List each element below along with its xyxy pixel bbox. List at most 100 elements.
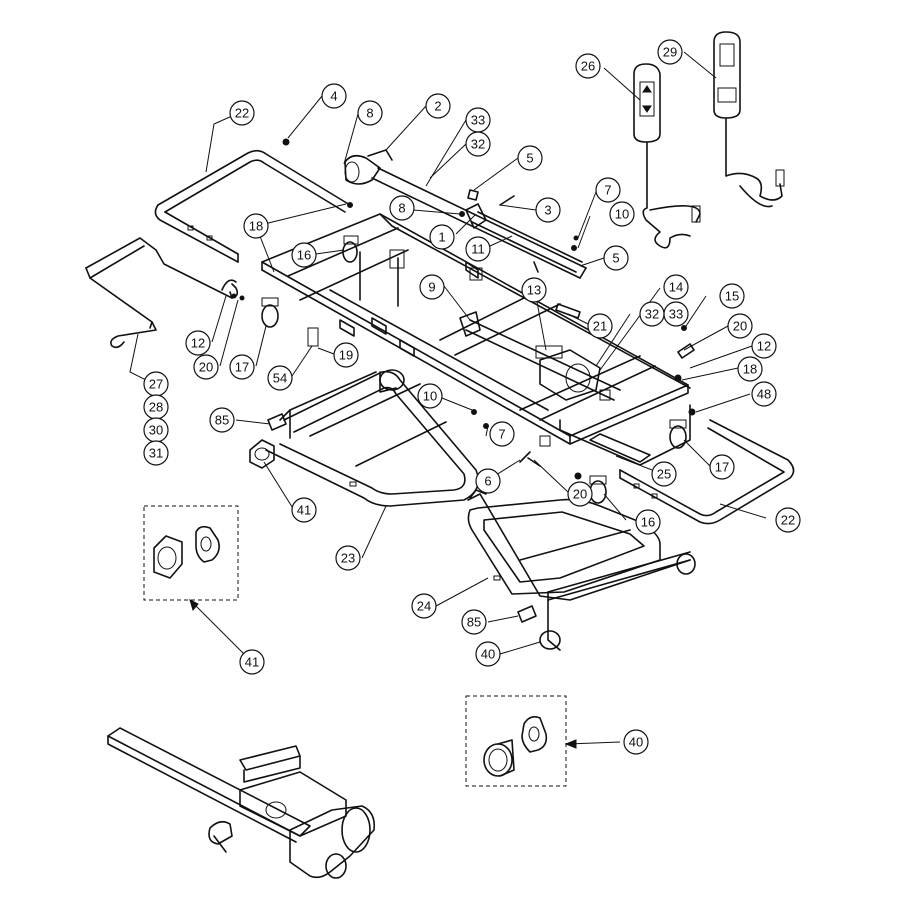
callout-48: 48	[751, 381, 777, 407]
callout-85b: 85	[461, 609, 487, 635]
hand-pendant-26	[633, 63, 701, 249]
part-85b	[517, 605, 537, 623]
base-frame-24	[467, 489, 696, 651]
svg-text:33: 33	[471, 113, 485, 128]
callout-22b: 22	[775, 507, 801, 533]
svg-text:11: 11	[471, 242, 485, 257]
svg-text:41: 41	[245, 655, 259, 670]
callout-12a: 12	[751, 333, 777, 359]
svg-text:4: 4	[330, 89, 337, 104]
callout-16b: 16	[635, 509, 661, 535]
callout-41a: 41	[291, 497, 317, 523]
svg-text:2: 2	[434, 99, 441, 114]
actuator-tube	[465, 203, 583, 273]
svg-text:5: 5	[612, 251, 619, 266]
end-rail-left	[154, 149, 351, 263]
callout-18a: 18	[243, 213, 269, 239]
callout-9: 9	[419, 274, 445, 300]
callout-27: 27	[143, 371, 169, 397]
callout-3: 3	[535, 197, 561, 223]
svg-text:17: 17	[715, 460, 729, 475]
small-bar	[555, 303, 581, 319]
callout-23: 23	[335, 545, 361, 571]
small-hardware	[221, 138, 696, 480]
detail-41	[143, 505, 239, 601]
leader-lines	[129, 51, 767, 749]
svg-text:13: 13	[527, 283, 541, 298]
callout-18b: 18	[737, 356, 763, 382]
callout-13: 13	[521, 277, 547, 303]
callout-31: 31	[143, 440, 169, 466]
detail-40	[465, 695, 567, 787]
callout-1: 1	[429, 224, 455, 250]
callout-40a: 40	[475, 641, 501, 667]
callout-21: 21	[587, 313, 613, 339]
svg-text:25: 25	[657, 467, 671, 482]
callout-22a: 22	[229, 100, 255, 126]
svg-text:18: 18	[249, 219, 263, 234]
svg-text:9: 9	[428, 280, 435, 295]
svg-text:54: 54	[273, 371, 287, 386]
svg-text:24: 24	[417, 599, 431, 614]
svg-text:26: 26	[581, 59, 595, 74]
callout-25: 25	[651, 461, 677, 487]
callout-2: 2	[425, 93, 451, 119]
callout-7b: 7	[489, 421, 515, 447]
callout-labels: 4 22 8 2 33 32 5 3 8 1 7 10 11 5 18 16 2…	[143, 39, 801, 755]
svg-text:22: 22	[781, 513, 795, 528]
callout-10a: 10	[609, 201, 635, 227]
svg-text:85: 85	[467, 615, 481, 630]
svg-text:10: 10	[615, 207, 629, 222]
callout-33b: 33	[663, 301, 689, 327]
callout-33a: 33	[465, 107, 491, 133]
svg-text:21: 21	[593, 319, 607, 334]
callout-4: 4	[321, 83, 347, 109]
callout-16a: 16	[291, 242, 317, 268]
svg-text:18: 18	[743, 362, 757, 377]
svg-text:17: 17	[235, 360, 249, 375]
svg-text:41: 41	[297, 503, 311, 518]
base-frame-23	[265, 369, 480, 507]
callout-10b: 10	[417, 383, 443, 409]
svg-text:22: 22	[235, 106, 249, 121]
svg-text:28: 28	[149, 400, 163, 415]
svg-text:30: 30	[149, 423, 163, 438]
caster-17b	[669, 419, 687, 449]
svg-text:12: 12	[757, 339, 771, 354]
end-rail-right	[619, 419, 795, 525]
callout-29: 29	[657, 39, 683, 65]
callout-19: 19	[333, 342, 359, 368]
svg-text:16: 16	[641, 515, 655, 530]
svg-text:31: 31	[149, 446, 163, 461]
svg-text:15: 15	[725, 289, 739, 304]
svg-text:33: 33	[669, 307, 683, 322]
svg-text:20: 20	[733, 319, 747, 334]
svg-text:1: 1	[438, 230, 445, 245]
callout-5b: 5	[603, 245, 629, 271]
svg-text:16: 16	[297, 248, 311, 263]
svg-text:40: 40	[629, 735, 643, 750]
svg-text:10: 10	[423, 389, 437, 404]
svg-text:20: 20	[199, 360, 213, 375]
callout-30: 30	[143, 417, 169, 443]
svg-text:23: 23	[341, 551, 355, 566]
part-drawings	[85, 31, 795, 879]
callout-20a: 20	[727, 313, 753, 339]
callout-17a: 17	[229, 354, 255, 380]
svg-text:19: 19	[339, 348, 353, 363]
callout-8b: 8	[389, 195, 415, 221]
callout-32a: 32	[465, 131, 491, 157]
svg-text:7: 7	[498, 427, 505, 442]
callout-26: 26	[575, 53, 601, 79]
callout-11: 11	[465, 236, 491, 262]
svg-text:7: 7	[604, 183, 611, 198]
svg-text:32: 32	[471, 137, 485, 152]
callout-6: 6	[475, 468, 501, 494]
callout-41b: 41	[239, 649, 265, 675]
svg-text:27: 27	[149, 377, 163, 392]
callout-14: 14	[663, 274, 689, 300]
svg-text:12: 12	[191, 336, 205, 351]
svg-text:48: 48	[757, 387, 771, 402]
callout-8a: 8	[357, 100, 383, 126]
